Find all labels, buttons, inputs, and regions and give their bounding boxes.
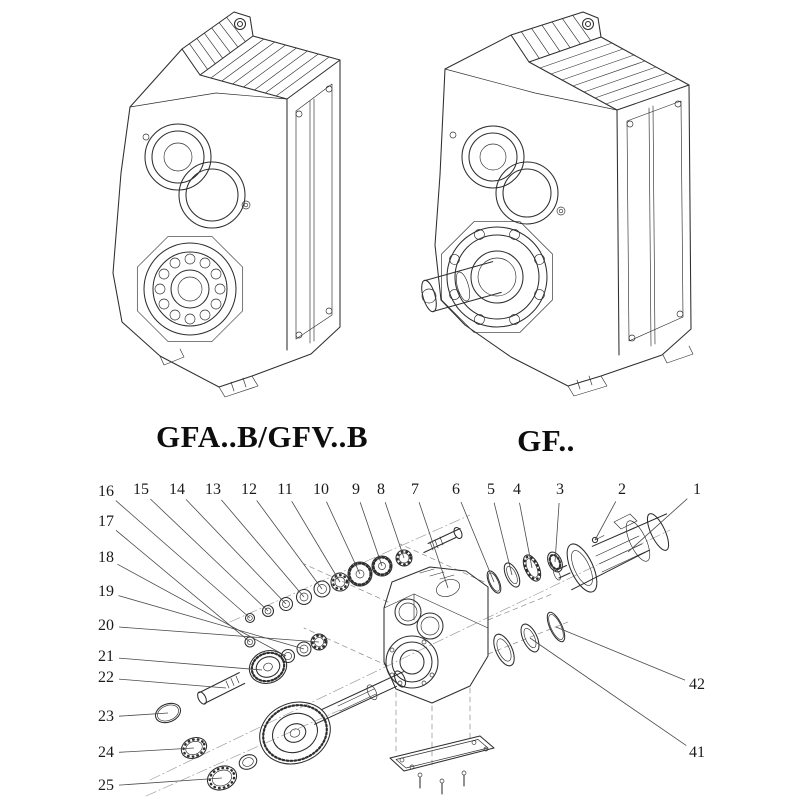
side-panel	[286, 83, 333, 351]
mounting-feet	[567, 345, 694, 397]
big-gear-and-shaft	[259, 670, 407, 765]
gearbox-drawing-gf	[421, 11, 694, 397]
exploded-view-drawing	[145, 513, 671, 797]
housing-silhouette	[112, 11, 341, 388]
output-shaft	[421, 261, 502, 313]
motor-assembly	[553, 513, 670, 593]
side-panel	[616, 100, 684, 356]
input-bores	[142, 123, 251, 229]
base-gasket-and-bolts	[389, 735, 495, 795]
intermediate-gear-parts	[197, 633, 328, 705]
housing-silhouette	[434, 11, 692, 387]
input-shaft-parts	[244, 527, 463, 624]
gear-housing	[383, 566, 489, 704]
top-fins	[181, 16, 341, 100]
input-fasteners	[486, 535, 605, 594]
figure-label-left: GFA..B/GFV..B	[155, 419, 369, 454]
top-fins	[510, 14, 690, 111]
gearbox-drawing-gfab-gfvb	[112, 11, 341, 398]
figure-label-right: GF..	[517, 423, 575, 458]
output-bearing-parts	[154, 702, 258, 791]
output-bearing	[136, 235, 244, 343]
mounting-feet	[159, 348, 259, 398]
seal-rings	[493, 611, 566, 667]
input-bores	[449, 125, 566, 225]
output-flange	[441, 221, 553, 333]
